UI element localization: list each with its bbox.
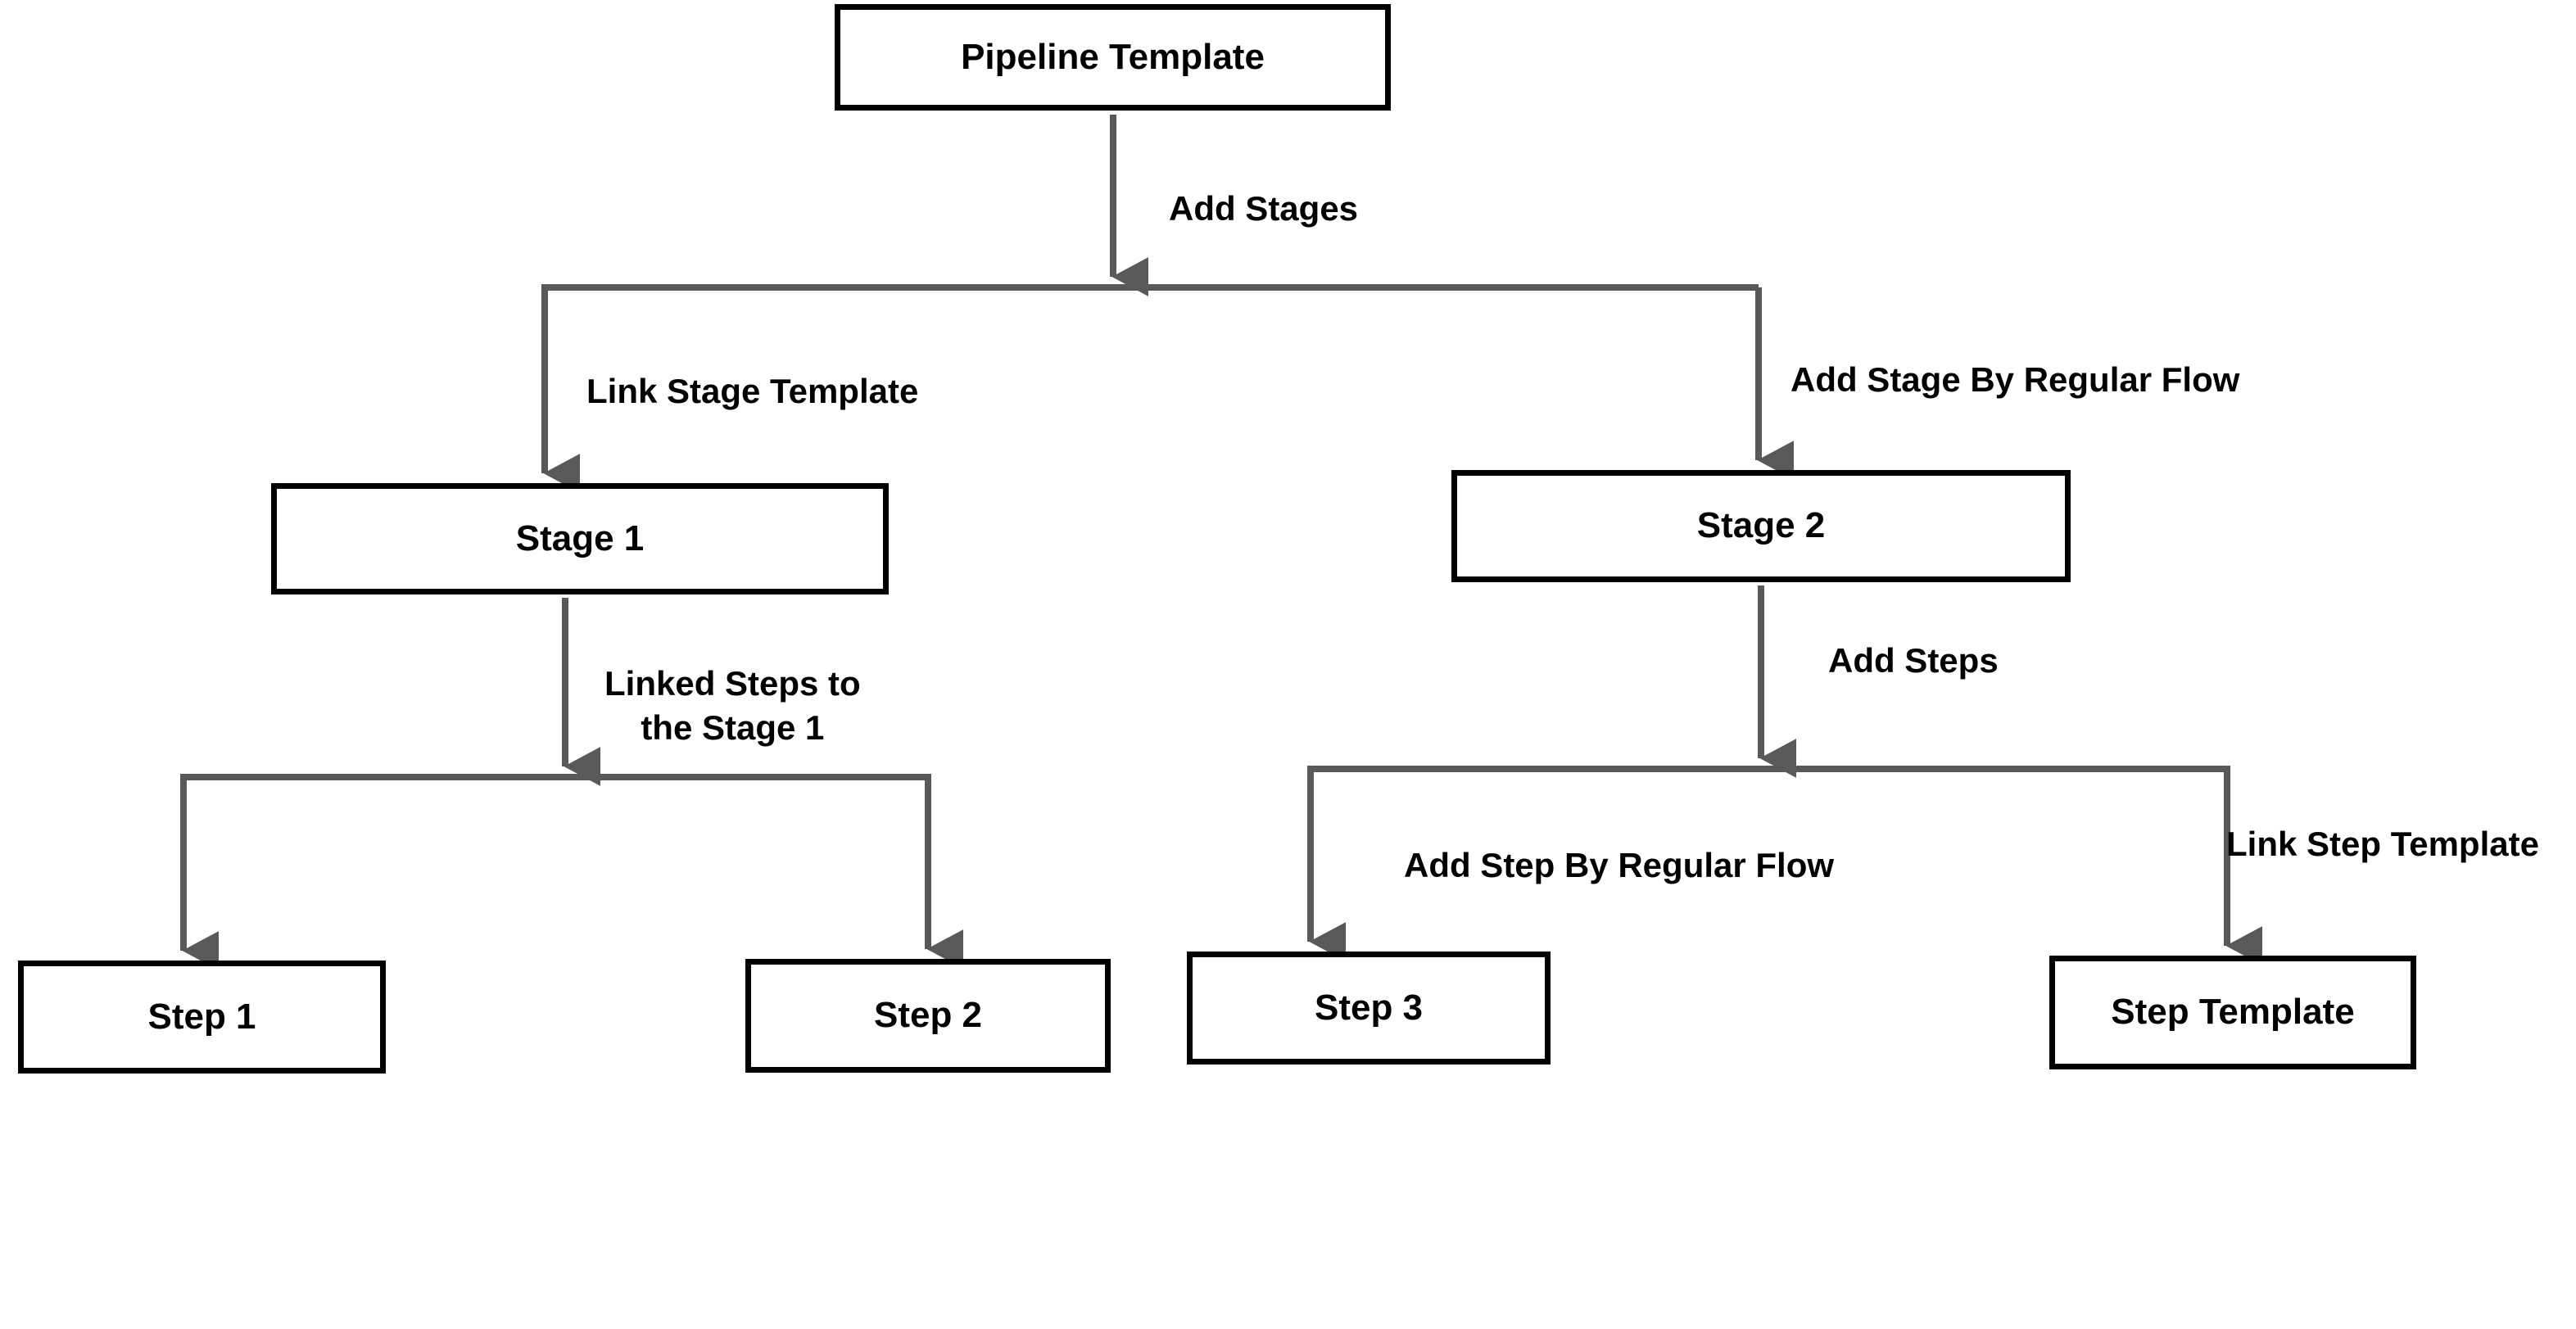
node-step-2-label: Step 2 <box>873 995 983 1036</box>
edge-label-add-steps: Add Steps <box>1828 641 1999 680</box>
node-pipeline-template-label: Pipeline Template <box>961 36 1265 77</box>
node-step-template-label: Step Template <box>2111 992 2355 1033</box>
node-pipeline-template[interactable]: Pipeline Template <box>835 4 1391 111</box>
edge-label-add-stages: Add Stages <box>1169 189 1359 228</box>
edge-label-add-stage-by-regular-flow: Add Stage By Regular Flow <box>1791 360 2240 399</box>
edge-label-link-step-template: Link Step Template <box>2226 825 2539 863</box>
node-step-3-label: Step 3 <box>1314 987 1424 1028</box>
node-stage-2-label: Stage 2 <box>1696 505 1826 546</box>
node-stage-2[interactable]: Stage 2 <box>1451 470 2071 582</box>
node-stage-1-label: Stage 1 <box>515 518 645 558</box>
edge-label-linked-steps-to-the-stage-1: Linked Steps to the Stage 1 <box>604 664 861 747</box>
node-step-1-label: Step 1 <box>147 996 256 1037</box>
edge-label-link-stage-template: Link Stage Template <box>586 372 919 410</box>
edge-label-add-step-by-regular-flow: Add Step By Regular Flow <box>1404 846 1835 884</box>
node-step-template[interactable]: Step Template <box>2049 956 2416 1069</box>
node-stage-1[interactable]: Stage 1 <box>271 483 889 594</box>
node-step-1[interactable]: Step 1 <box>18 961 386 1074</box>
node-step-3[interactable]: Step 3 <box>1187 952 1551 1065</box>
node-step-2[interactable]: Step 2 <box>745 959 1111 1073</box>
